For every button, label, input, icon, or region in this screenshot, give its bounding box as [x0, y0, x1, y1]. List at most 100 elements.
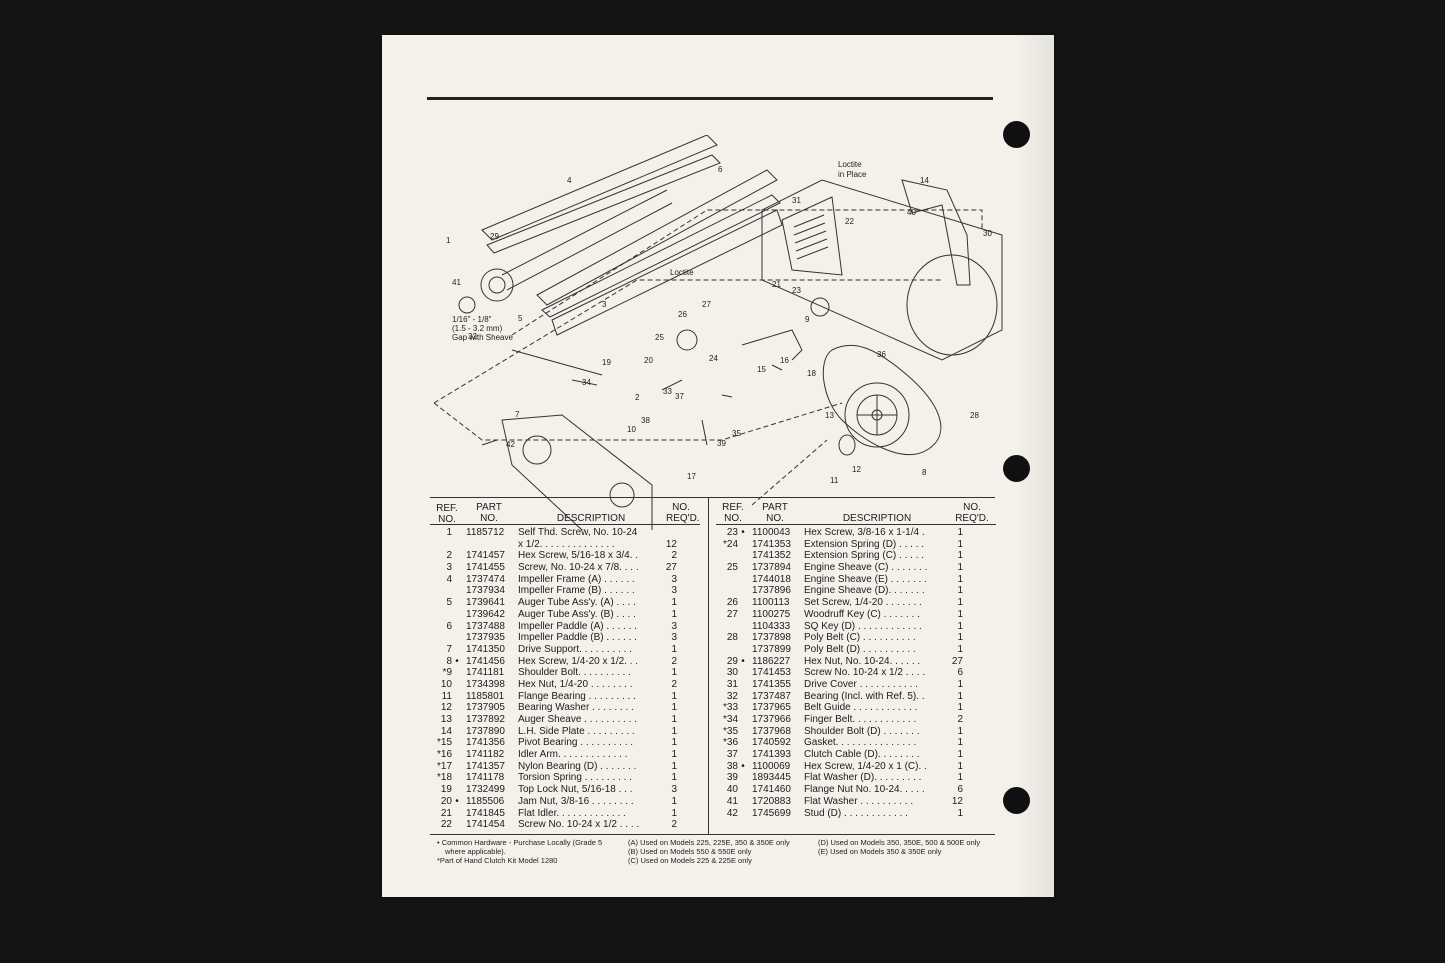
- callout: 37: [675, 392, 684, 401]
- cell-part: 1737935: [466, 632, 505, 644]
- cell-desc: Gasket. . . . . . . . . . . . . . .: [804, 737, 917, 749]
- callout: 9: [805, 315, 810, 324]
- cell-part: 1741182: [466, 749, 505, 761]
- cell-desc: Auger Sheave . . . . . . . . . .: [518, 714, 637, 725]
- cell-ref: 11: [441, 690, 452, 702]
- callout: 29: [490, 232, 499, 241]
- cell-qty: 1: [957, 760, 963, 772]
- cell-part: 1741454: [466, 819, 505, 831]
- cell-desc: Woodruff Key (C) . . . . . . .: [804, 608, 920, 620]
- cell-part: 1739641: [466, 597, 505, 609]
- cell-part: 1741352: [752, 550, 791, 562]
- footnote-line: (A) Used on Models 225, 225E, 350 & 350E…: [628, 838, 790, 847]
- cell-qty: 6: [957, 667, 963, 679]
- cell-desc: Hex Screw, 1/4-20 x 1/2. . .: [518, 655, 639, 667]
- cell-part: 1737892: [466, 714, 505, 725]
- cell-part: 1737474: [466, 573, 505, 585]
- cell-desc: Poly Belt (D) . . . . . . . . . .: [804, 643, 916, 655]
- callout: 11: [830, 476, 839, 485]
- callout: 25: [655, 333, 664, 342]
- cell-qty: 1: [957, 725, 963, 737]
- footnote-models-2: (D) Used on Models 350, 350E, 500 & 500E…: [818, 838, 980, 856]
- gap-note: 1/16" - 1/8": [452, 315, 492, 324]
- cell-ref: 40: [726, 784, 738, 796]
- callout: 20: [644, 356, 653, 365]
- in-place-label: in Place: [838, 170, 867, 179]
- cell-desc: Screw, No. 10-24 x 7/8. . . .: [518, 562, 639, 574]
- callout: 13: [825, 411, 834, 420]
- cell-part: 1720883: [752, 795, 791, 807]
- cell-desc: Self Thd. Screw, No. 10-24: [518, 527, 638, 538]
- cell-desc: Hex Nut, No. 10-24. . . . . .: [804, 655, 921, 667]
- cell-qty: 2: [957, 714, 963, 725]
- ref-no-header: NO.: [438, 514, 456, 525]
- gap-note: Gap with Sheave: [452, 333, 513, 342]
- cell-desc: Drive Cover . . . . . . . . . . .: [804, 678, 918, 690]
- part-header: PART: [762, 502, 788, 513]
- cell-qty: 2: [671, 550, 677, 562]
- table-bottom-rule: [430, 834, 995, 835]
- callout: 6: [718, 165, 723, 174]
- cell-desc: Torsion Spring . . . . . . . . .: [518, 772, 632, 784]
- cell-ref: 22: [440, 819, 452, 831]
- parts-table-left: REF. NO. PART NO. DESCRIPTION NO. REQ'D.…: [430, 498, 700, 831]
- cell-ref: 21: [440, 807, 452, 819]
- cell-qty: 1: [671, 795, 677, 807]
- callout: 42: [506, 440, 515, 449]
- callout: 5: [518, 314, 523, 323]
- footnote-models: (A) Used on Models 225, 225E, 350 & 350E…: [628, 838, 790, 865]
- ref-header: REF.: [436, 503, 458, 514]
- cell-ref: *24: [722, 538, 738, 550]
- cell-qty: 2: [671, 678, 677, 690]
- cell-ref: *9: [442, 667, 452, 679]
- cell-part: 1741353: [752, 538, 791, 550]
- cell-ref: 19: [440, 784, 452, 796]
- callout: 12: [852, 465, 861, 474]
- callout: 38: [641, 416, 650, 425]
- callout: 18: [807, 369, 816, 378]
- cell-part: 1737899: [752, 643, 791, 655]
- cell-part: 1100275: [752, 608, 791, 620]
- table-row: 1737899 Poly Belt (D) . . . . . . . . . .…: [716, 644, 996, 656]
- cell-ref: 38: [726, 760, 738, 772]
- cell-ref: 4: [446, 573, 452, 585]
- cell-desc: Screw No. 10-24 x 1/2 . . . .: [518, 819, 640, 831]
- callout: 27: [702, 300, 711, 309]
- cell-part: 1741178: [466, 772, 505, 784]
- cell-ref: *17: [436, 760, 452, 772]
- cell-part: 1741457: [466, 550, 505, 562]
- cell-desc: Hex Screw, 5/16-18 x 3/4. .: [518, 550, 639, 562]
- cell-dot: •: [741, 527, 745, 538]
- cell-ref: 32: [726, 690, 738, 702]
- cell-qty: 3: [671, 784, 677, 796]
- cell-qty: 1: [957, 527, 963, 538]
- cell-part: 1737966: [752, 714, 791, 725]
- part-no-header: NO.: [480, 513, 498, 524]
- callout: 31: [792, 196, 801, 205]
- cell-desc: Impeller Paddle (B) . . . . . .: [518, 632, 637, 644]
- cell-qty: 6: [957, 784, 963, 796]
- cell-ref: 23: [726, 527, 738, 538]
- cell-part: 1741460: [752, 784, 791, 796]
- cell-qty: 1: [957, 632, 963, 644]
- cell-desc: Poly Belt (C) . . . . . . . . . .: [804, 632, 916, 644]
- cell-qty: 1: [671, 597, 677, 609]
